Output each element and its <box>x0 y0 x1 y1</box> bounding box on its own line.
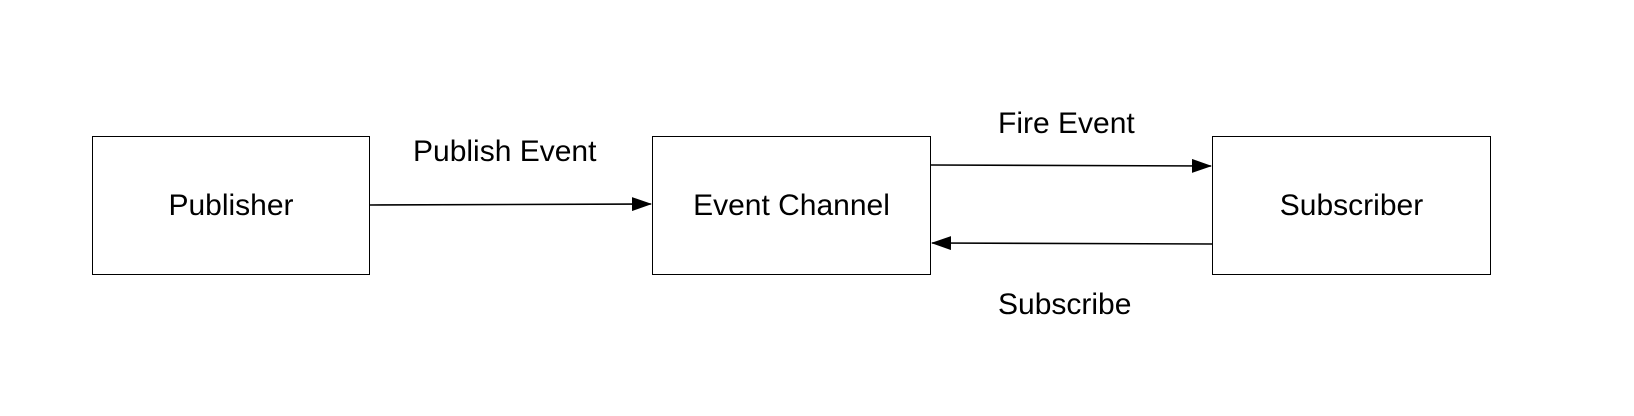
subscriber-node: Subscriber <box>1212 136 1491 275</box>
fire-event-label: Fire Event <box>998 107 1135 140</box>
event-channel-label: Event Channel <box>693 188 890 222</box>
subscribe-label: Subscribe <box>998 288 1132 321</box>
arrow-publish-event <box>369 197 652 212</box>
publisher-label: Publisher <box>168 188 294 222</box>
event-channel-node: Event Channel <box>652 136 931 275</box>
publish-event-label: Publish Event <box>413 135 597 168</box>
subscriber-label: Subscriber <box>1279 188 1424 222</box>
publisher-node: Publisher <box>92 136 370 275</box>
arrow-fire-event <box>930 158 1212 173</box>
arrow-subscribe <box>931 236 1213 251</box>
